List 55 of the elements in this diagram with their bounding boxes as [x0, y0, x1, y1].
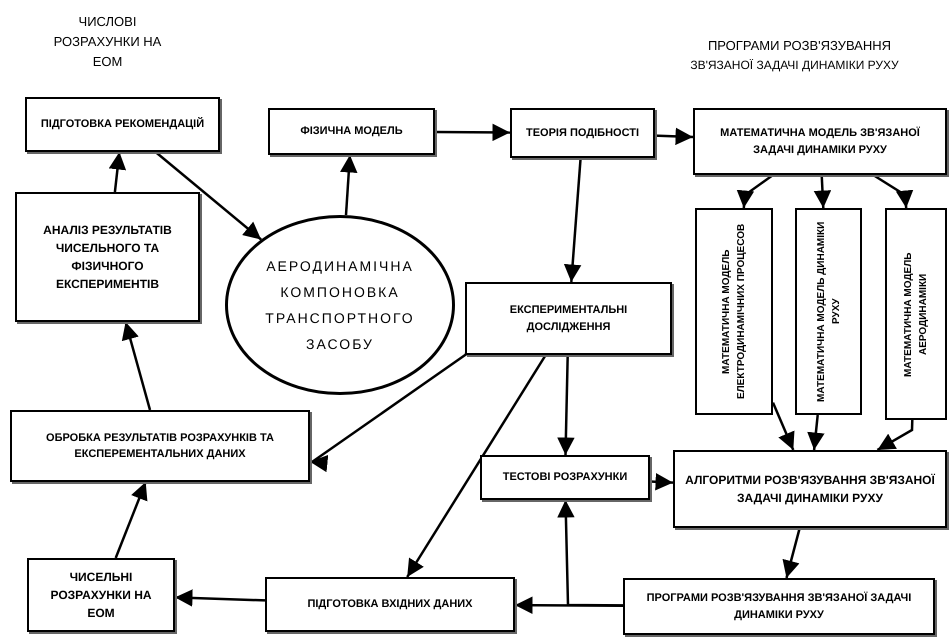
process-box	[15, 192, 200, 322]
node-text: ТЕОРІЯ ПОДІБНОСТІ	[526, 126, 640, 141]
arrow	[340, 154, 358, 216]
process-box	[27, 558, 175, 632]
process-box	[693, 108, 947, 175]
arrow	[876, 420, 914, 452]
process-box	[673, 450, 947, 528]
arrow	[122, 322, 152, 410]
node-text: ПІДГОТОВКА РЕКОМЕНДАЦІЙ	[40, 116, 204, 132]
process-box	[885, 208, 947, 420]
arrow	[814, 174, 832, 208]
node-text: ФІЗИЧНА МОДЕЛЬ	[300, 124, 403, 140]
arrow	[654, 128, 694, 146]
node-text: ОБРОБКА РЕЗУЛЬТАТІВ РОЗРАХУНКІВ ТА ЕКСПЕРЕМЕНТАЛЬНИХ ДАНИХ	[45, 430, 275, 462]
process-box	[265, 577, 515, 632]
arrow	[807, 414, 825, 450]
heading-text: ЧИСЛОВІ РОЗРАХУНКИ НА ЕОМ	[52, 13, 162, 71]
heading-text: ПРОГРАМИ РОЗВ'ЯЗУВАННЯ	[706, 37, 892, 55]
node-text: АНАЛІЗ РЕЗУЛЬТАТІВ ЧИСЕЛЬНОГО ТА ФІЗИЧНОГО ЕКСПЕРИМЕНТІВ	[42, 222, 173, 293]
arrow	[406, 354, 547, 578]
process-box	[25, 97, 220, 152]
arrow	[557, 354, 575, 456]
process-box	[695, 208, 773, 415]
arrow	[108, 152, 126, 192]
process-box	[510, 108, 655, 158]
node-text: ПРОГРАМИ РОЗВ'ЯЗУВАННЯ ЗВ'ЯЗАНОЇ ЗАДАЧІ ДИНАМІКИ РУХУ	[646, 590, 912, 622]
arrow	[782, 528, 801, 578]
process-box	[10, 410, 310, 482]
node-text: ЧИСЕЛЬНІ РОЗРАХУНКИ НА ЕОМ	[49, 569, 153, 622]
node-text: ПІДГОТОВКА ВХІДНИХ ДАНИХ	[307, 597, 473, 612]
arrow	[650, 473, 674, 490]
process-box	[268, 108, 435, 155]
ellipse-node	[225, 215, 455, 395]
arrow	[557, 500, 623, 607]
arrow	[435, 124, 510, 142]
node-text: ЕКСПЕРИМЕНТАЛЬНІ ДОСЛІДЖЕННЯ	[508, 303, 628, 334]
arrow	[114, 482, 148, 558]
node-text: АЕРОДИНАМІЧНА КОМПОНОВКА ТРАНСПОРТНОГО ЗАСОБУ	[264, 257, 416, 354]
node-text: МАТЕМАТИЧНА МОДЕЛЬ ЕЛЕКТРОДИНАМІЧНИХ ПРОЦЕСОВ	[720, 222, 748, 402]
process-box	[465, 282, 672, 355]
process-box	[480, 455, 650, 500]
node-text: МАТЕМАТИЧНА МОДЕЛЬ АЕРОДИНАМІКИ	[902, 250, 930, 378]
arrow	[564, 158, 582, 282]
arrow	[772, 402, 794, 450]
arrow	[515, 596, 623, 614]
process-box	[623, 578, 935, 635]
node-text: АЛГОРИТМИ РОЗВ'ЯЗУВАННЯ ЗВ'ЯЗАНОЇ ЗАДАЧІ ДИНАМІКИ РУХУ	[684, 472, 936, 507]
node-text: ТЕСТОВІ РОЗРАХУНКИ	[502, 470, 628, 486]
arrow	[310, 352, 470, 472]
arrow	[174, 589, 266, 607]
process-box	[795, 208, 862, 415]
node-text: МАТЕМАТИЧНА МОДЕЛЬ ЗВ'ЯЗАНОЇ ЗАДАЧІ ДИНАМІКИ РУХУ	[719, 126, 921, 158]
arrow	[154, 151, 262, 240]
node-text: МАТЕМАТИЧНА МОДЕЛЬ ДИНАМІКИ РУХУ	[814, 220, 842, 404]
heading-text: ЗВ'ЯЗАНОЇ ЗАДАЧІ ДИНАМІКИ РУХУ	[689, 57, 900, 74]
